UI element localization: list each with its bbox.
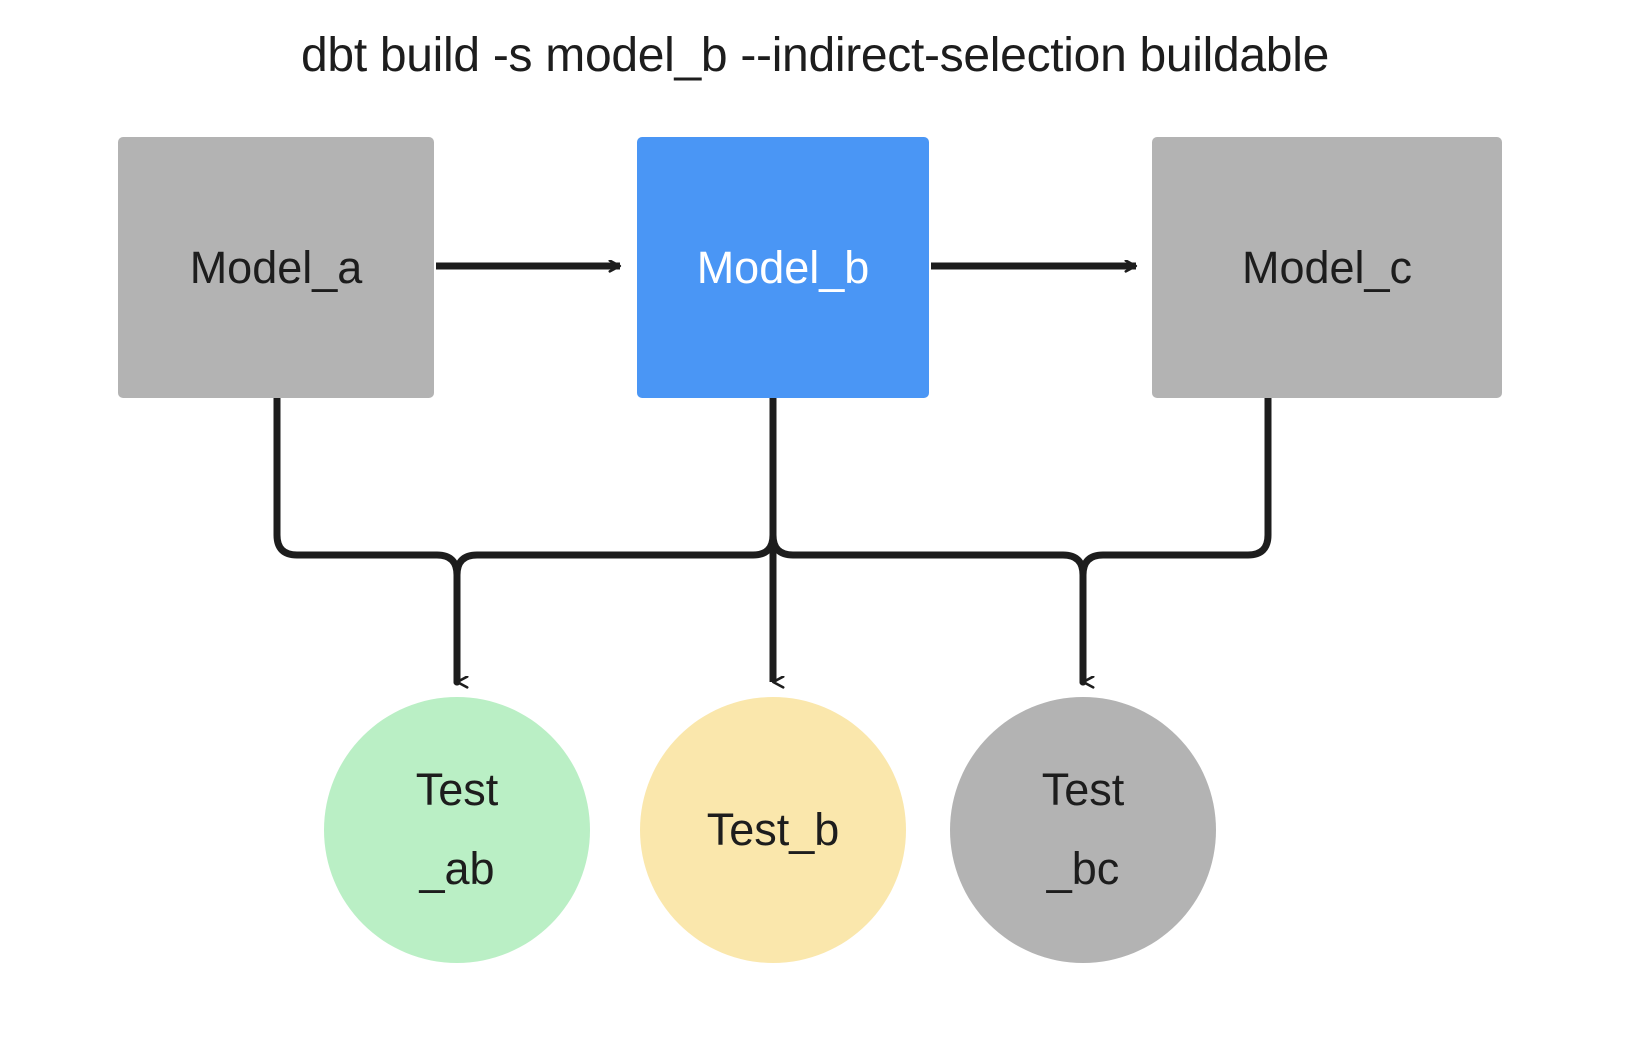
test-node-test-ab[interactable]: Test _ab bbox=[324, 697, 590, 963]
model-node-label-model-c: Model_c bbox=[1241, 241, 1413, 293]
model-node-label-model-a: Model_a bbox=[189, 241, 363, 293]
edge-model-c-to-test-bc bbox=[1079, 394, 1272, 686]
model-node-label-model-b: Model_b bbox=[696, 241, 870, 293]
edge-model-b-to-test-ab bbox=[453, 394, 777, 686]
model-node-model-c[interactable]: Model_c bbox=[1152, 137, 1502, 398]
diagram-title: dbt build -s model_b --indirect-selectio… bbox=[301, 29, 1329, 82]
test-node-label-test-ab: Test _ab bbox=[415, 764, 499, 894]
edge-model-b-to-test-bc bbox=[769, 394, 1083, 682]
test-node-test-b[interactable]: Test_b bbox=[640, 697, 906, 963]
test-node-test-bc[interactable]: Test _bc bbox=[950, 697, 1216, 963]
edge-model-a-to-test-ab bbox=[273, 394, 457, 682]
model-node-model-a[interactable]: Model_a bbox=[118, 137, 434, 398]
model-node-model-b[interactable]: Model_b bbox=[637, 137, 929, 398]
test-node-label-test-bc: Test _bc bbox=[1041, 764, 1125, 894]
test-node-label-test-b: Test_b bbox=[706, 803, 840, 855]
